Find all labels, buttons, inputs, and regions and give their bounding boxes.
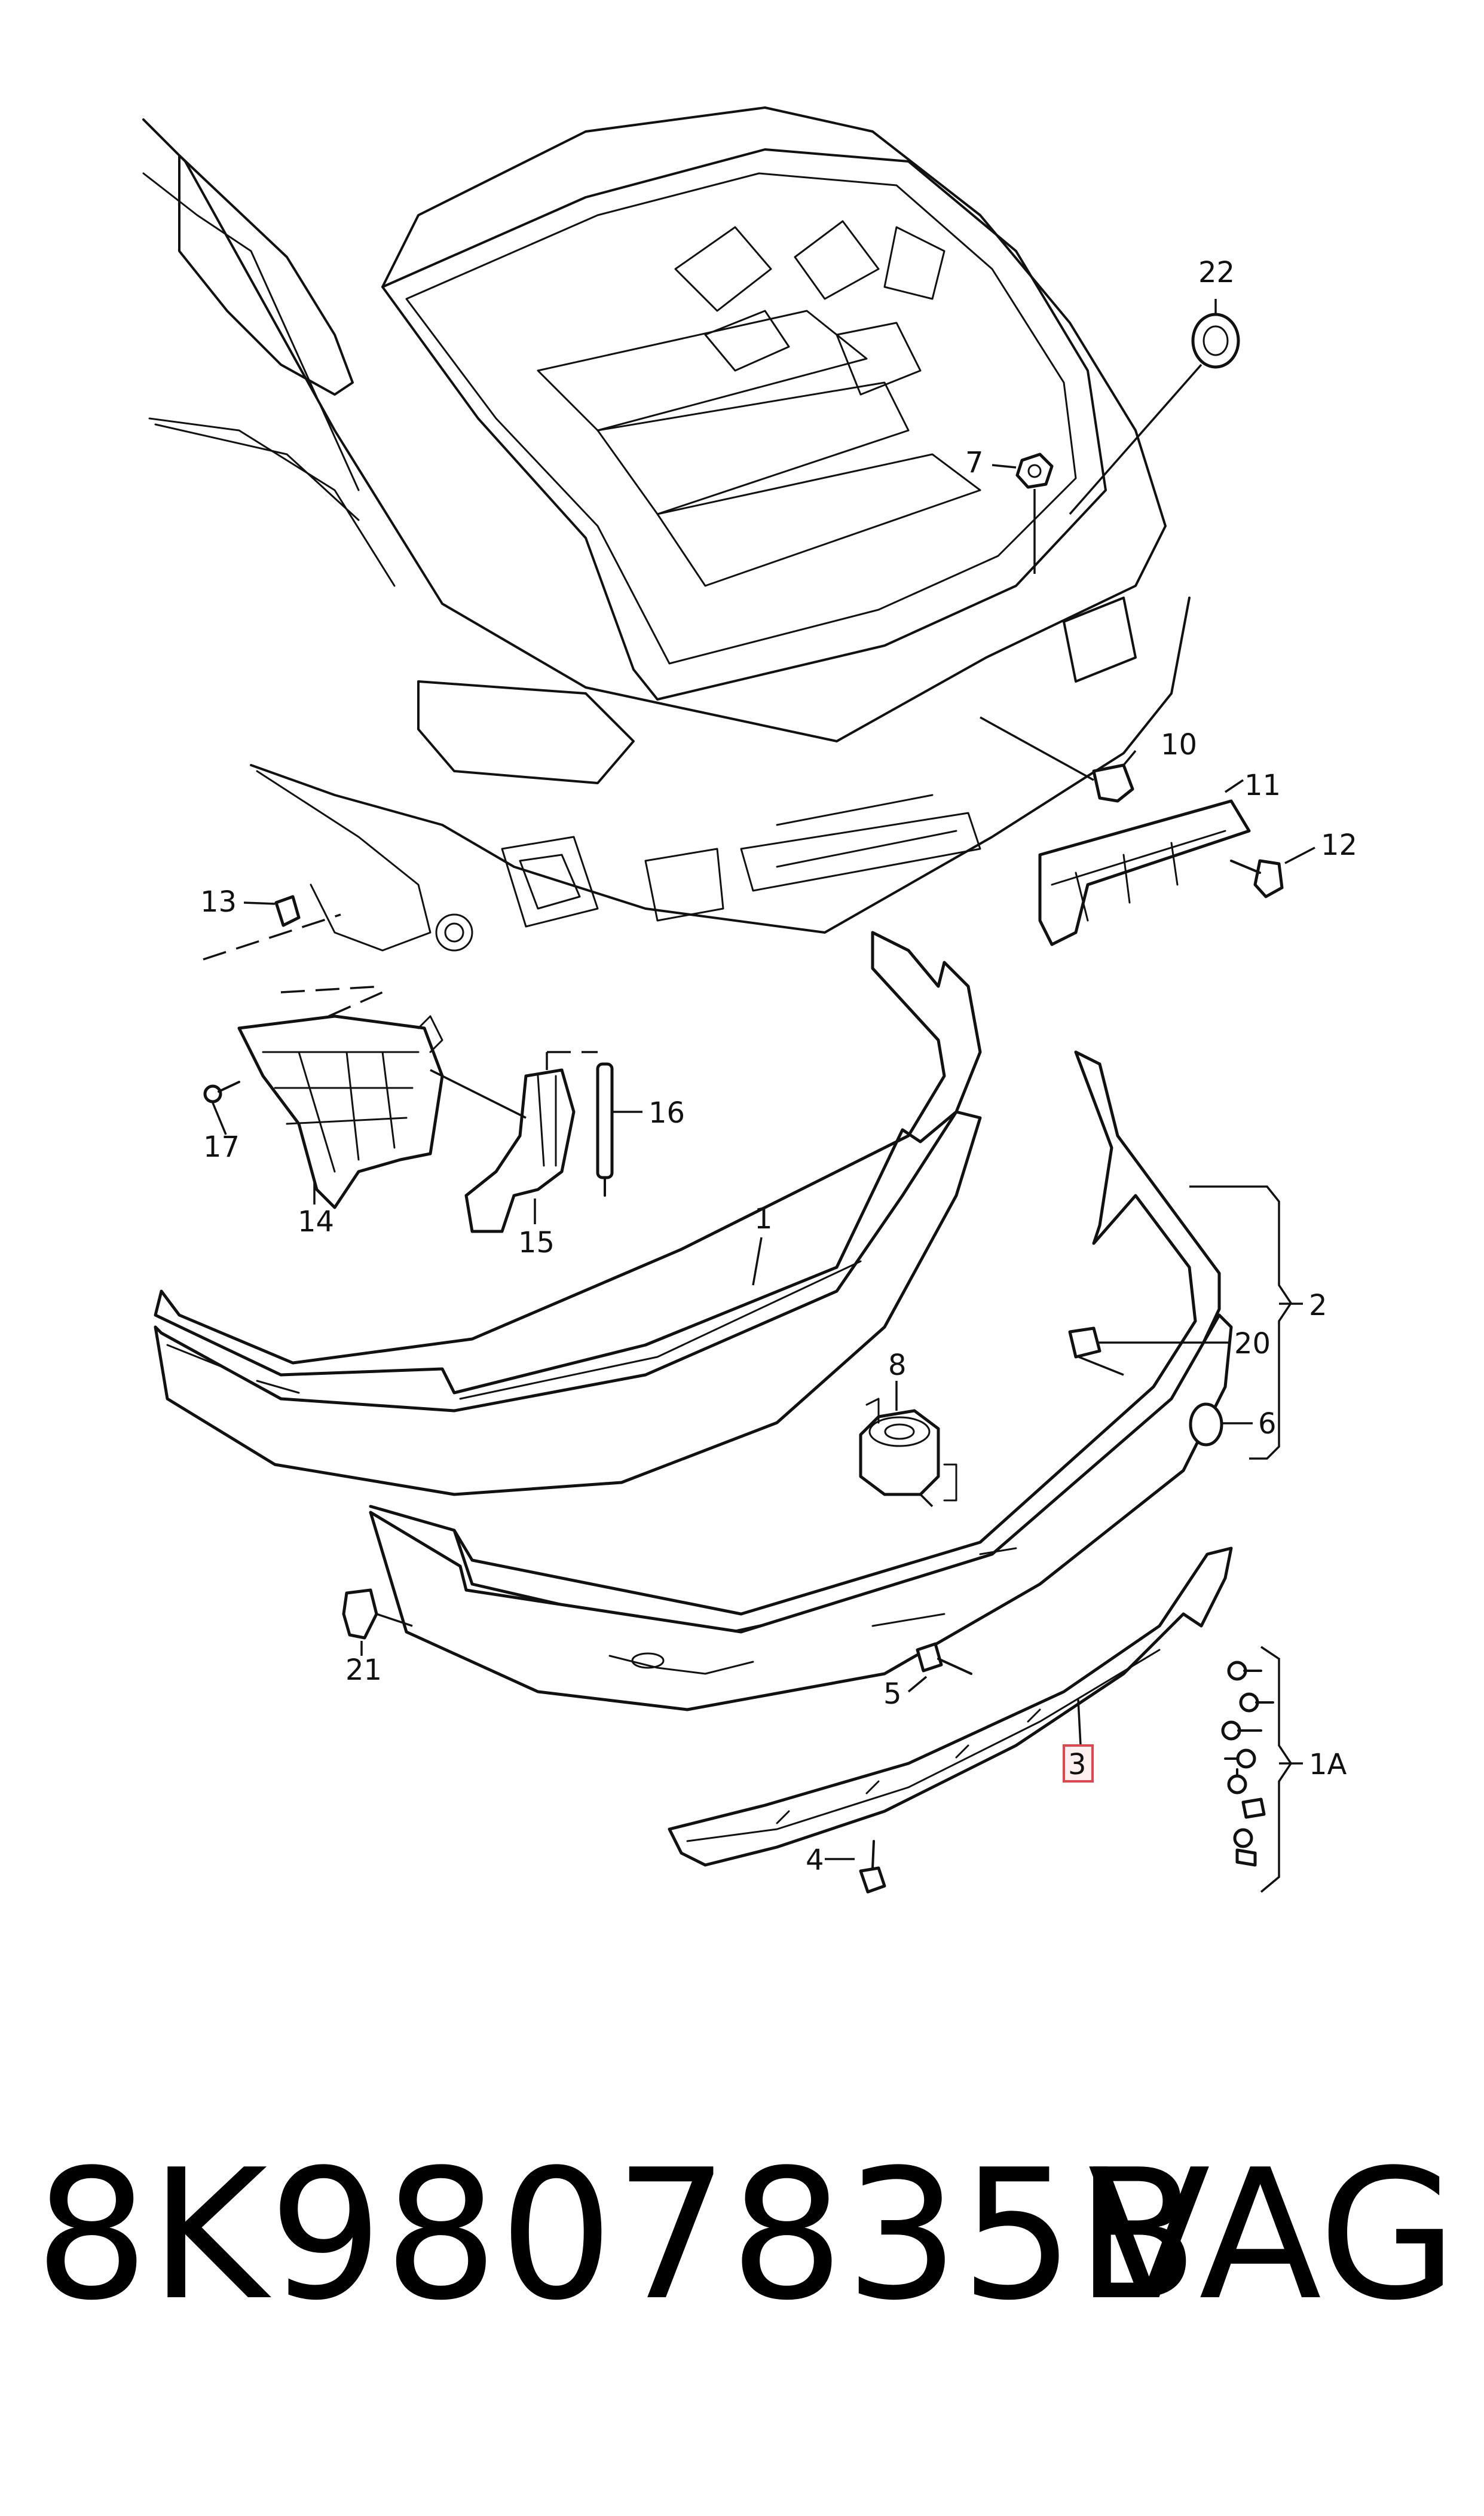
part-21-clip: [342, 1588, 413, 1656]
part-22-grommet: [1069, 299, 1240, 515]
callout-10: 10: [1161, 728, 1197, 762]
brand-label: VAG: [1088, 2131, 1458, 2340]
part-1-bumper-upper-cover: [154, 931, 982, 1496]
part-17-screw: [203, 1081, 240, 1135]
part-10-clip: [980, 716, 1137, 803]
callout-13: 13: [200, 885, 237, 919]
part-14-bracket: [237, 991, 444, 1209]
callout-11: 11: [1244, 769, 1281, 802]
part-8-sensor-holder: [859, 1381, 957, 1508]
part-4-screw: [825, 1840, 886, 1894]
car-rear-body: [142, 106, 1191, 952]
callout-15: 15: [518, 1226, 555, 1259]
callout-22: 22: [1198, 256, 1235, 289]
callout-8: 8: [888, 1349, 907, 1382]
callout-1a: 1A: [1309, 1748, 1347, 1781]
callout-2: 2: [1309, 1289, 1327, 1322]
callout-6: 6: [1258, 1407, 1277, 1441]
callout-7: 7: [965, 446, 984, 479]
callout-14: 14: [298, 1205, 334, 1239]
part-16-pin: [596, 1062, 642, 1197]
part-5-screw: [907, 1642, 972, 1693]
part-1a-fastener-kit: [1221, 1646, 1303, 1893]
callout-17: 17: [203, 1130, 240, 1164]
callout-21: 21: [345, 1653, 382, 1687]
part-11-guide-bracket: [1038, 779, 1251, 946]
callout-12: 12: [1321, 829, 1357, 862]
callout-3: 3: [1068, 1748, 1087, 1781]
callout-16: 16: [648, 1096, 685, 1130]
callout-4: 4: [806, 1844, 824, 1877]
part-number: 8K9807835B: [35, 2131, 1200, 2340]
part-3-highlight-box: [1063, 1744, 1094, 1783]
part-7-nut: [992, 453, 1054, 574]
part-2-bumper-assembly: [369, 1050, 1303, 1711]
part-12-screw: [1230, 846, 1315, 898]
part-3-lower-spoiler: [668, 1546, 1233, 1867]
part-13-clip: [203, 895, 383, 993]
callout-1: 1: [754, 1202, 773, 1236]
callout-20: 20: [1234, 1327, 1271, 1361]
callout-5: 5: [883, 1677, 902, 1711]
part-15-sensor-bracket: [430, 1051, 598, 1233]
